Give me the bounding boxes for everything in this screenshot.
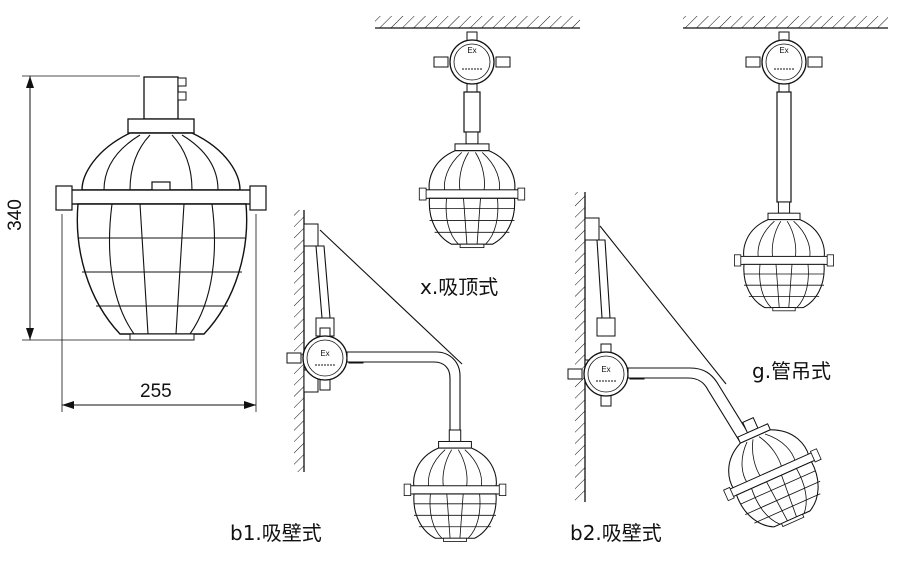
ex-mark-b1: Ex — [320, 349, 329, 358]
wall-mount-b1-drawing: Ex — [286, 210, 507, 543]
label-pipe-mount: g.管吊式 — [752, 359, 832, 383]
ex-mark-ceiling: Ex — [467, 46, 476, 55]
label-ceiling-mount: x.吸顶式 — [420, 275, 499, 299]
height-dimension-wrap: 340 — [0, 196, 30, 236]
height-dimension-line — [22, 75, 140, 341]
ex-mark-b2: Ex — [601, 365, 610, 374]
height-dimension-label: 340 — [5, 199, 26, 231]
wall-mount-b2-drawing: Ex — [567, 192, 841, 544]
pipe-mount-drawing: Ex — [683, 16, 888, 312]
width-dimension-label: 255 — [140, 381, 172, 402]
label-wall-mount-b1: b1.吸壁式 — [230, 521, 322, 545]
ceiling-mount-drawing: Ex — [375, 16, 580, 249]
main-lamp-drawing — [55, 76, 267, 341]
width-dimension-line — [61, 214, 257, 412]
label-wall-mount-b2: b2.吸壁式 — [570, 521, 662, 545]
ex-mark-pipe: Ex — [779, 46, 788, 55]
